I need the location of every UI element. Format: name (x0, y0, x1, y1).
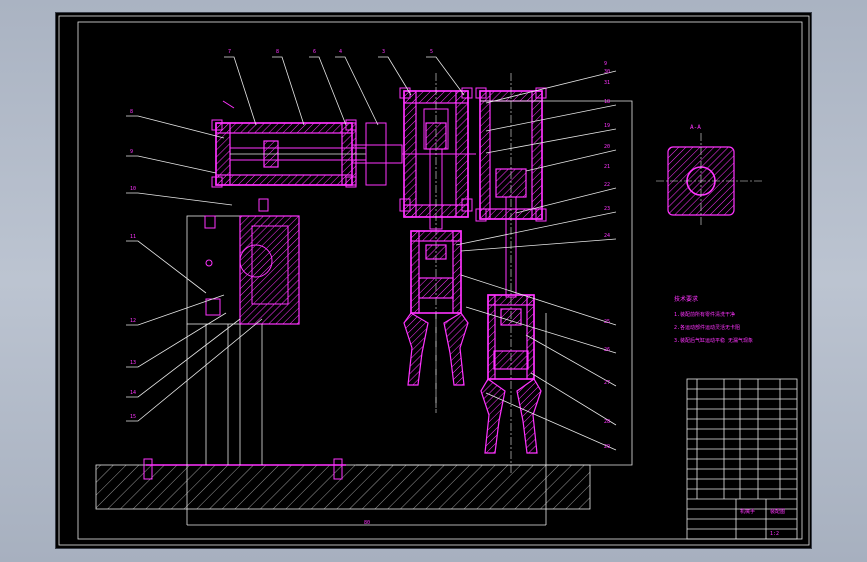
part-label-r5: 22 (604, 182, 610, 188)
part-label-7: 7 (228, 49, 231, 55)
part-label-r9: 26 (604, 347, 610, 353)
notes-line-1: 1.装配前所有零件清洗干净 (674, 311, 735, 318)
part-label-l3: 10 (130, 186, 136, 192)
part-label-r1: 18 (604, 99, 610, 105)
part-label-9: 9 (604, 61, 607, 67)
dimension-text: 80 (364, 520, 370, 526)
gripper-left (403, 230, 469, 408)
title-scale: 1:2 (770, 531, 779, 537)
part-label-r10: 27 (604, 380, 610, 386)
assembly-drawing: 80 (58, 15, 810, 546)
part-label-r12: 29 (604, 444, 610, 450)
part-label-6: 6 (313, 49, 316, 55)
technical-notes: 技术要求 1.装配前所有零件清洗干净 2.各运动部件运动灵活无卡阻 3.装配后气… (674, 295, 753, 344)
outer-frame (58, 15, 810, 546)
part-label-r7: 24 (604, 233, 610, 239)
notes-line-3: 3.装配后气缸运动平稳 无漏气现象 (674, 337, 753, 344)
section-mark: A-A (690, 124, 701, 131)
part-label-l5: 12 (130, 318, 136, 324)
part-label-l7: 14 (130, 390, 136, 396)
support-column: 80 (186, 198, 547, 526)
notes-heading: 技术要求 (674, 295, 698, 303)
notes-line-2: 2.各运动部件运动灵活无卡阻 (674, 324, 740, 331)
part-label-l2: 9 (130, 149, 133, 155)
part-label-l6: 13 (130, 360, 136, 366)
part-label-5: 5 (430, 49, 433, 55)
title-drawing-no: 装配图 (770, 508, 785, 515)
inner-frame (77, 21, 803, 540)
part-label-3: 3 (382, 49, 385, 55)
part-label-r14: 31 (604, 80, 610, 86)
part-label-r13: 30 (604, 69, 610, 75)
ground-base (95, 458, 591, 510)
part-labels: 7 8 6 4 3 5 9 8 9 10 11 12 13 14 15 18 1… (130, 49, 610, 450)
part-label-r4: 21 (604, 164, 610, 170)
gripper-right (480, 294, 542, 454)
title-name: 机械手 (740, 508, 755, 515)
part-label-4: 4 (339, 49, 342, 55)
part-label-l1: 8 (130, 109, 133, 115)
leader-lines (126, 56, 633, 466)
part-label-r11: 28 (604, 419, 610, 425)
part-label-r8: 25 (604, 319, 610, 325)
section-view-a-a: A-A (656, 124, 764, 227)
title-block: 机械手 装配图 1:2 (686, 378, 798, 540)
part-label-r6: 23 (604, 206, 610, 212)
part-label-8: 8 (276, 49, 279, 55)
part-label-r2: 19 (604, 123, 610, 129)
part-label-l8: 15 (130, 414, 136, 420)
lift-cylinder (475, 73, 547, 473)
part-label-r3: 20 (604, 144, 610, 150)
part-label-l4: 11 (130, 234, 136, 240)
cad-viewport[interactable]: 80 (55, 12, 812, 549)
